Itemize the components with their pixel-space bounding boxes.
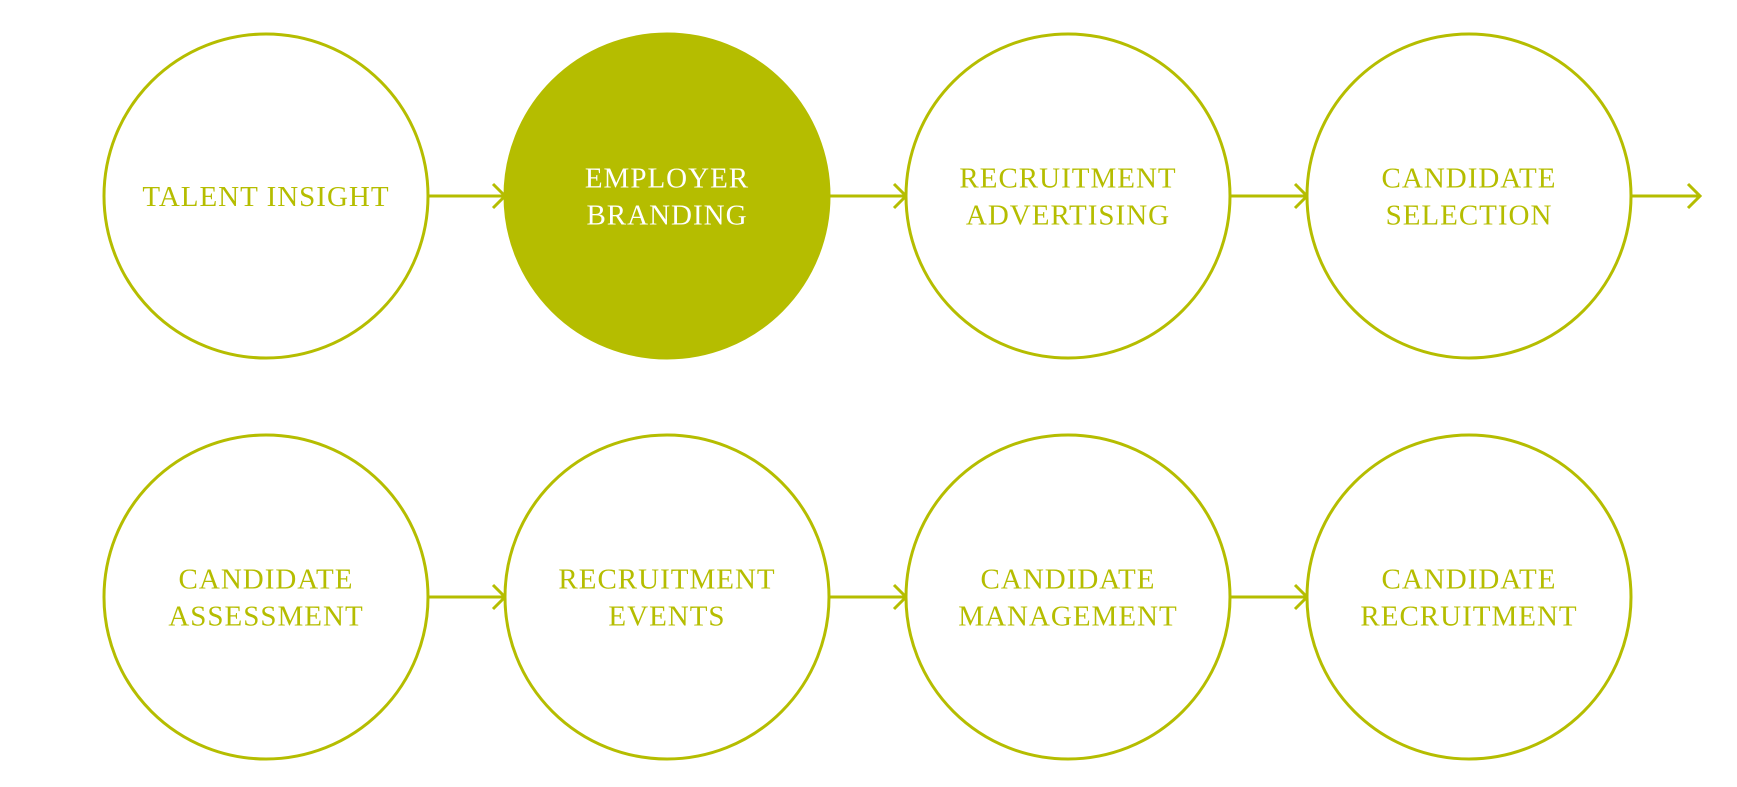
step-circle bbox=[503, 433, 831, 761]
step-label-line: BRANDING bbox=[586, 200, 747, 232]
step-node-recruitment-advertising[interactable]: RECRUITMENT ADVERTISING bbox=[904, 32, 1232, 360]
step-node-candidate-recruitment[interactable]: CANDIDATE RECRUITMENT bbox=[1305, 433, 1633, 761]
step-node-layer: TALENT INSIGHT EMPLOYER BRANDING RECRUITMEN… bbox=[102, 32, 1633, 761]
step-label-line: CANDIDATE bbox=[179, 564, 354, 596]
step-label-line: TALENT INSIGHT bbox=[142, 181, 389, 213]
connector-arrow bbox=[1230, 583, 1310, 611]
trailing-arrow bbox=[1631, 182, 1703, 210]
step-circle bbox=[1305, 433, 1633, 761]
step-circle bbox=[904, 433, 1232, 761]
step-label-line: RECRUITMENT bbox=[558, 564, 775, 596]
step-circle bbox=[503, 32, 831, 360]
step-node-talent-insight[interactable]: TALENT INSIGHT bbox=[102, 32, 430, 360]
step-node-candidate-selection[interactable]: CANDIDATE SELECTION bbox=[1305, 32, 1633, 360]
step-node-recruitment-events[interactable]: RECRUITMENT EVENTS bbox=[503, 433, 831, 761]
step-label-line: CANDIDATE bbox=[981, 564, 1156, 596]
step-label-line: ASSESSMENT bbox=[168, 601, 363, 633]
step-label-line: CANDIDATE bbox=[1382, 564, 1557, 596]
step-label-line: ADVERTISING bbox=[966, 200, 1170, 232]
connector-arrow bbox=[1230, 182, 1310, 210]
step-circle bbox=[102, 32, 430, 360]
step-label-line: SELECTION bbox=[1386, 200, 1553, 232]
step-label-line: EMPLOYER bbox=[585, 163, 749, 195]
connector-arrow bbox=[428, 583, 508, 611]
step-label-line: RECRUITMENT bbox=[959, 163, 1176, 195]
step-circle bbox=[1305, 32, 1633, 360]
step-label-line: RECRUITMENT bbox=[1360, 601, 1577, 633]
step-circle bbox=[904, 32, 1232, 360]
step-label-line: MANAGEMENT bbox=[958, 601, 1177, 633]
connector-arrow bbox=[428, 182, 508, 210]
connector-arrow bbox=[829, 182, 909, 210]
step-label-line: CANDIDATE bbox=[1382, 163, 1557, 195]
step-node-employer-branding[interactable]: EMPLOYER BRANDING bbox=[503, 32, 831, 360]
step-label-line: EVENTS bbox=[608, 601, 725, 633]
step-node-candidate-management[interactable]: CANDIDATE MANAGEMENT bbox=[904, 433, 1232, 761]
connector-arrow bbox=[829, 583, 909, 611]
step-circle bbox=[102, 433, 430, 761]
arrowhead-icon bbox=[1686, 182, 1703, 210]
step-node-candidate-assessment[interactable]: CANDIDATE ASSESSMENT bbox=[102, 433, 430, 761]
